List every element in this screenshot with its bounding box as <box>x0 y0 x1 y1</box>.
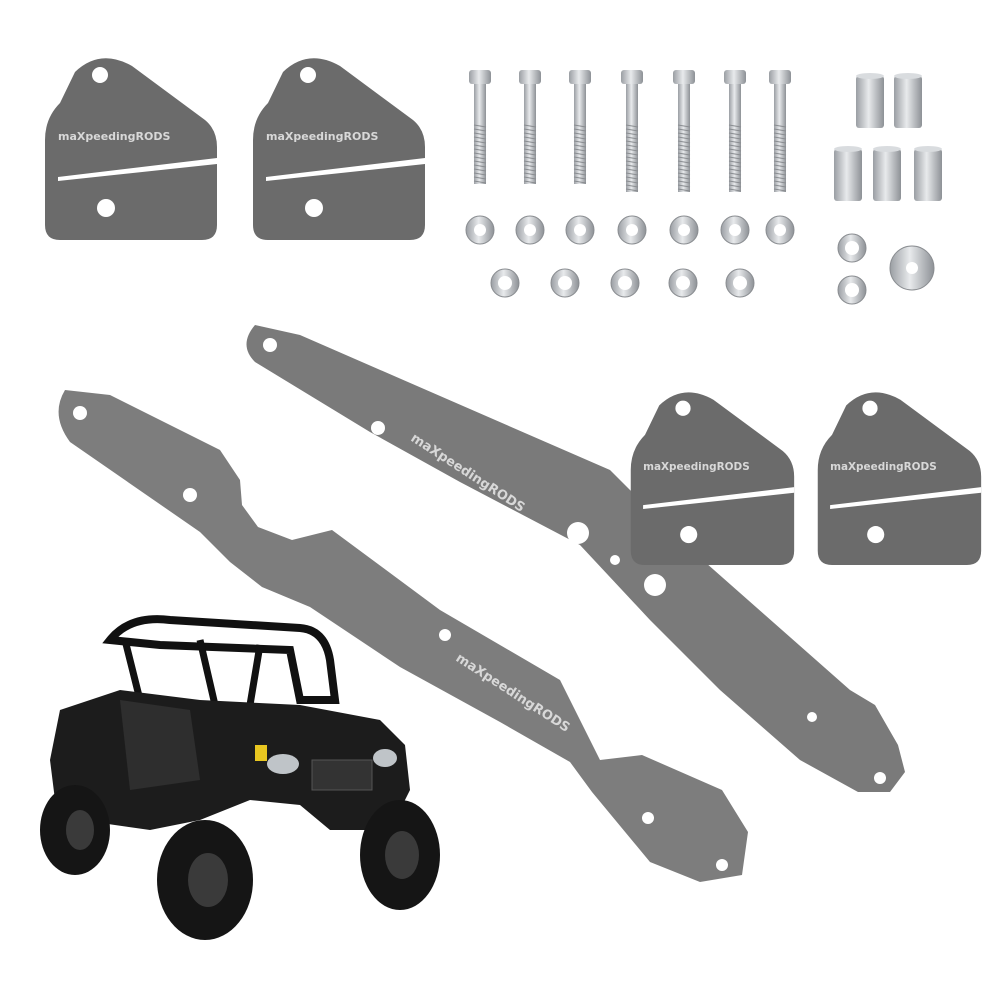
washer <box>610 268 640 298</box>
spacer-sleeve <box>894 73 922 128</box>
large-washer <box>889 245 935 291</box>
mounting-bracket: maXpeedingRODS <box>45 58 217 241</box>
bolt <box>569 70 591 184</box>
utv-vehicle-image <box>40 615 440 940</box>
flange-nut <box>765 215 795 245</box>
bolt <box>769 70 791 192</box>
washer <box>837 233 867 263</box>
brand-logo: maXpeedingRODS <box>830 461 937 473</box>
bolt <box>724 70 746 192</box>
spacer-sleeve <box>914 146 942 201</box>
brand-logo: maXpeedingRODS <box>266 130 378 143</box>
bolt <box>673 70 695 192</box>
brand-logo: maXpeedingRODS <box>643 461 750 473</box>
bolt <box>519 70 541 184</box>
wheel <box>40 785 110 875</box>
mounting-bracket: maXpeedingRODS <box>630 392 795 565</box>
spacer-sleeve <box>873 146 901 201</box>
spacer-sleeve <box>856 73 884 128</box>
brand-logo: maXpeedingRODS <box>58 130 170 143</box>
flange-nut <box>465 215 495 245</box>
mounting-bracket: maXpeedingRODS <box>253 58 425 241</box>
washer <box>550 268 580 298</box>
spacer-sleeve <box>834 146 862 201</box>
flange-nut <box>617 215 647 245</box>
flange-nut <box>669 215 699 245</box>
flange-nut <box>720 215 750 245</box>
wheel <box>157 820 253 940</box>
flange-nut <box>515 215 545 245</box>
washer <box>725 268 755 298</box>
washer <box>837 275 867 305</box>
washer <box>490 268 520 298</box>
wheel <box>360 800 440 910</box>
bolt <box>621 70 643 192</box>
mounting-bracket: maXpeedingRODS <box>817 392 982 565</box>
flange-nut <box>565 215 595 245</box>
bolt <box>469 70 491 184</box>
washer <box>668 268 698 298</box>
